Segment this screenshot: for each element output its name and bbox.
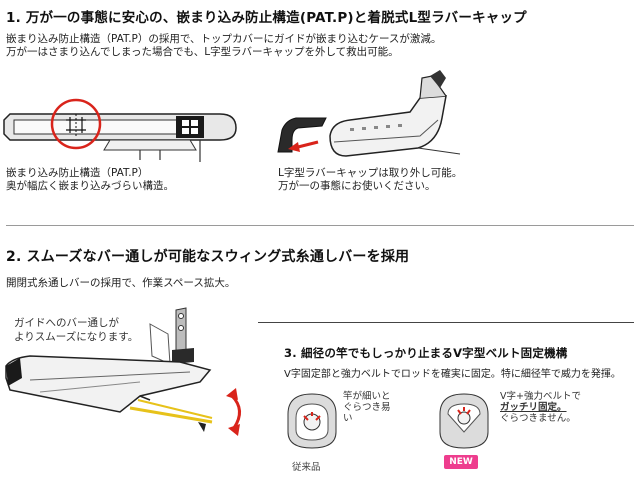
section-divider bbox=[6, 225, 634, 226]
old-clamp-illustration bbox=[287, 393, 337, 449]
section3-description: V字固定部と強力ベルトでロッドを確実に固定。特に細径竿で威力を発揮。 bbox=[284, 369, 621, 380]
new-clamp-note-line3: ぐらつきません。 bbox=[500, 413, 576, 424]
new-clamp-note: V字+強力ベルトで ガッチリ固定。 ぐらつきません。 bbox=[500, 391, 581, 424]
section1-description: 嵌まり込み防止構造（PAT.P）の採用で、トップカバーにガイドが嵌まり込むケース… bbox=[6, 33, 441, 59]
section1-desc-line1: 嵌まり込み防止構造（PAT.P）の採用で、トップカバーにガイドが嵌まり込むケース… bbox=[6, 33, 442, 45]
old-clamp-note-line2: ぐらつき易 bbox=[343, 402, 391, 413]
section3-title: 3. 細径の竿でもしっかり止まるV字型ベルト固定機構 bbox=[284, 346, 568, 360]
new-badge: NEW bbox=[444, 455, 478, 469]
new-clamp-note-line2: ガッチリ固定。 bbox=[500, 402, 567, 413]
old-clamp-note-line1: 竿が細いと bbox=[343, 391, 391, 402]
rubber-cap-caption-line1: L字型ラバーキャップは取り外し可能。 bbox=[278, 167, 463, 179]
section1-title: 1. 万が一の事態に安心の、嵌まり込み防止構造(PAT.P)と着脱式L型ラバーキ… bbox=[6, 10, 527, 26]
rubber-cap-illustration bbox=[277, 70, 461, 157]
old-clamp-note: 竿が細いと ぐらつき易 い bbox=[343, 391, 391, 424]
old-product-label: 従来品 bbox=[292, 462, 321, 473]
swing-bar-illustration bbox=[5, 307, 241, 436]
speech-bubble-line1: ガイドへのバー通しが bbox=[14, 317, 119, 329]
new-clamp-note-line1: V字+強力ベルトで bbox=[500, 391, 581, 402]
section2-description: 開閉式糸通しバーの採用で、作業スペース拡大。 bbox=[6, 277, 236, 289]
speech-bubble-line2: よりスムーズになります。 bbox=[14, 331, 139, 343]
old-clamp-note-line3: い bbox=[343, 413, 353, 424]
new-v-clamp-illustration bbox=[439, 393, 489, 449]
anti-jam-caption-line2: 奥が幅広く嵌まり込みづらい構造。 bbox=[6, 180, 174, 192]
speech-bubble-text: ガイドへのバー通しが よりスムーズになります。 bbox=[14, 316, 138, 344]
section1-desc-line2: 万が一はさまり込んでしまった場合でも、L字型ラバーキャップを外して救出可能。 bbox=[6, 46, 399, 58]
anti-jam-caption: 嵌まり込み防止構造（PAT.P） 奥が幅広く嵌まり込みづらい構造。 bbox=[6, 167, 174, 193]
section3-divider bbox=[258, 322, 634, 323]
anti-jam-structure-illustration bbox=[3, 98, 237, 162]
rubber-cap-caption-line2: 万が一の事態にお使いください。 bbox=[278, 180, 436, 192]
anti-jam-caption-line1: 嵌まり込み防止構造（PAT.P） bbox=[6, 167, 149, 179]
rubber-cap-caption: L字型ラバーキャップは取り外し可能。 万が一の事態にお使いください。 bbox=[278, 167, 462, 193]
section2-title: 2. スムーズなバー通しが可能なスウィング式糸通しバーを採用 bbox=[6, 249, 410, 265]
